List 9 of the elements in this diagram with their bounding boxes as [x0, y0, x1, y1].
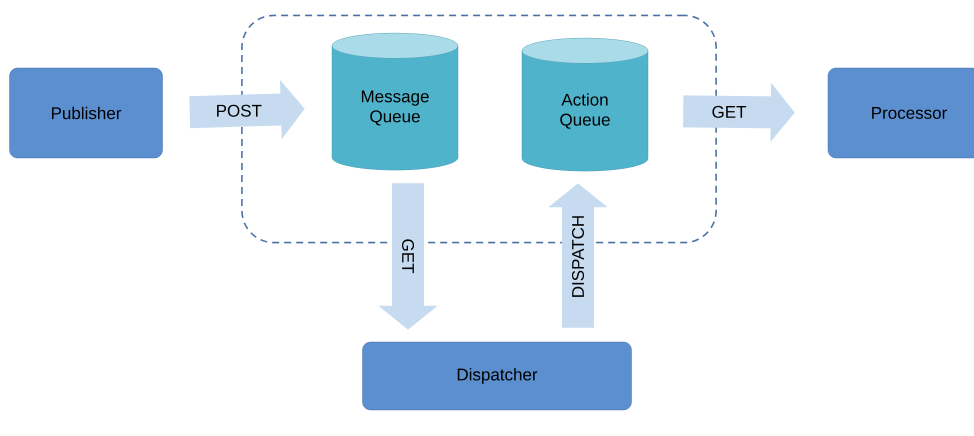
edge-label: GET [710, 104, 748, 119]
process-box: Processor [828, 68, 974, 158]
cylinder: Action Queue [522, 38, 648, 172]
edge-label: POST [214, 104, 263, 118]
cylinder: Message Queue [332, 32, 458, 170]
process-box: Dispatcher [362, 342, 632, 410]
edge-label: GET [401, 238, 416, 275]
edge-label: DISPATCH [570, 214, 586, 300]
process-box: Publisher [9, 68, 163, 158]
